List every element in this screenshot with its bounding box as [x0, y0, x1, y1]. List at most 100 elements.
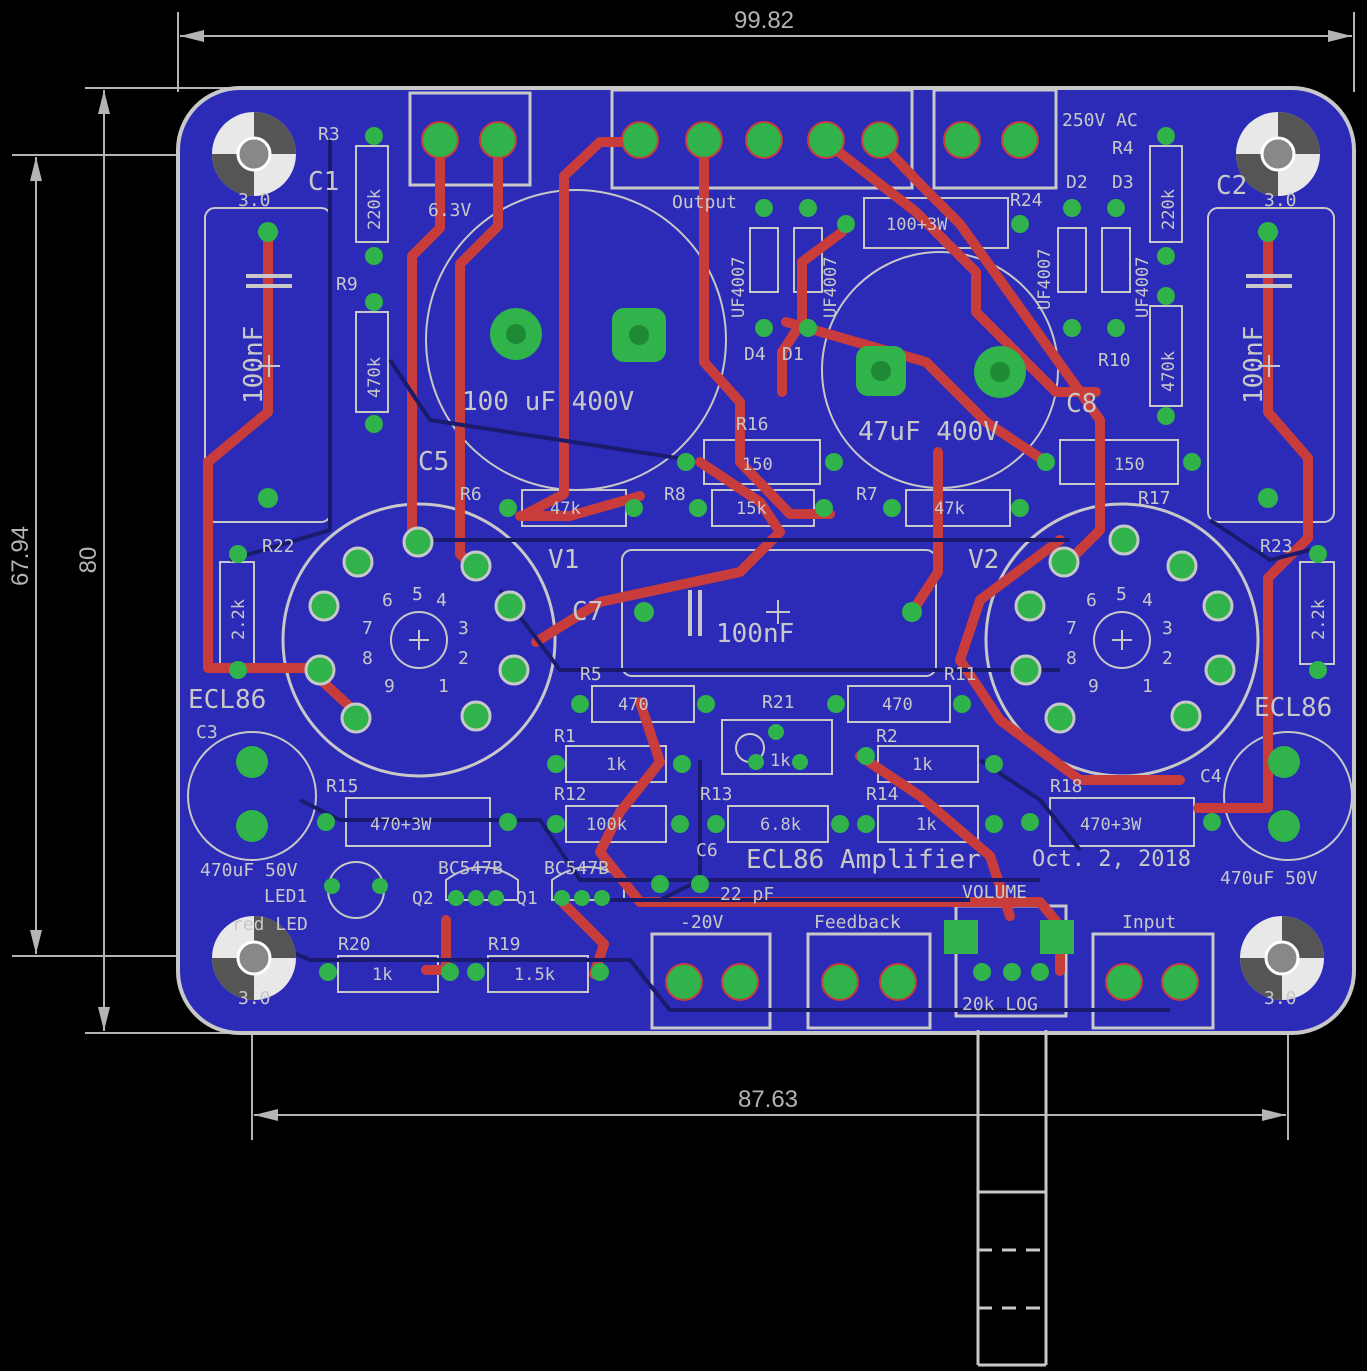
value-c5: 100 uF 400V	[462, 387, 634, 417]
label-r20: R20	[338, 934, 371, 955]
label-r2: R2	[876, 726, 898, 747]
value-r8: 15k	[736, 499, 767, 519]
label-v2: V2	[968, 545, 999, 575]
resistor-bodies	[219, 145, 1335, 993]
mounting-holes: 3.0 3.0 3.0 3.0	[212, 112, 1324, 1009]
label-d2: D2	[1066, 172, 1088, 193]
label-v1: V1	[548, 545, 579, 575]
label-c7: C7	[572, 597, 603, 627]
label-v1-value: ECL86	[188, 685, 266, 715]
label-r3: R3	[318, 124, 340, 145]
value-r24: 100+3W	[886, 215, 948, 235]
v1-pin-7: 7	[362, 618, 373, 639]
label-pot: VOLUME	[962, 882, 1027, 903]
v2-pin-1: 1	[1142, 676, 1153, 697]
dim-height-inner: 67.94	[7, 526, 34, 586]
label-led: LED1	[264, 886, 307, 907]
label-r19: R19	[488, 934, 521, 955]
label-c3-value: 470uF 50V	[200, 860, 298, 881]
v2-pin-8: 8	[1066, 648, 1077, 669]
hole-label-tl: 3.0	[238, 190, 271, 211]
label-r14: R14	[866, 784, 899, 805]
pads	[229, 121, 1327, 1001]
dim-height-outer: 80	[75, 547, 102, 574]
v2-pin-3: 3	[1162, 618, 1173, 639]
hole-label-br: 3.0	[1264, 988, 1297, 1009]
label-r6: R6	[460, 484, 482, 505]
value-c2: 100nF	[1239, 326, 1269, 404]
value-r11: 470	[882, 695, 913, 715]
label-r5: R5	[580, 664, 602, 685]
label-minus20: -20V	[680, 912, 724, 933]
label-r21: R21	[762, 692, 795, 713]
label-r4: R4	[1112, 138, 1134, 159]
origin-marks	[246, 274, 1292, 650]
value-r14: 1k	[916, 815, 936, 835]
board-date: Oct. 2, 2018	[1032, 847, 1191, 872]
v2-pin-2: 2	[1162, 648, 1173, 669]
label-input: Input	[1122, 912, 1176, 933]
label-q2-value: BC547B	[438, 858, 503, 879]
label-c4: C4	[1200, 766, 1222, 787]
value-r15: 470+3W	[370, 815, 432, 835]
value-r20: 1k	[372, 965, 392, 985]
label-q1: Q1	[516, 888, 538, 909]
label-feedback: Feedback	[814, 912, 901, 933]
value-r22: 2.2k	[229, 599, 249, 640]
label-r10: R10	[1098, 350, 1131, 371]
hole-label-bl: 3.0	[238, 988, 271, 1009]
v1-pin-9: 9	[384, 676, 395, 697]
label-c6-value: 22 pF	[720, 884, 774, 905]
v1-pin-1: 1	[438, 676, 449, 697]
value-r19: 1.5k	[514, 965, 555, 985]
label-r23: R23	[1260, 536, 1293, 557]
value-r7: 47k	[934, 499, 965, 519]
labels-large: C1 C2 C5 C8 C7 V1 V2 ECL86 ECL86 100nF 1…	[188, 167, 1332, 875]
board-outline	[176, 86, 1356, 1035]
v1-pin-5: 5	[412, 584, 423, 605]
value-d4: UF4007	[729, 257, 749, 318]
label-r1: R1	[554, 726, 576, 747]
label-q2: Q2	[412, 888, 434, 909]
label-c5: C5	[418, 447, 449, 477]
value-r21: 1k	[770, 751, 790, 771]
value-r4: 220k	[1159, 189, 1179, 230]
label-d4: D4	[744, 344, 766, 365]
v1-pin-3: 3	[458, 618, 469, 639]
tube-pin-numbers: 1 2 3 4 5 6 7 8 9 1 2 3 4 5 6 7 8 9	[362, 584, 1173, 697]
board-title: ECL86 Amplifier	[746, 845, 981, 875]
label-c2: C2	[1216, 171, 1247, 201]
label-r9: R9	[336, 274, 358, 295]
v1-pin-6: 6	[382, 590, 393, 611]
value-d1: UF4007	[821, 257, 841, 318]
label-d3: D3	[1112, 172, 1134, 193]
label-r22: R22	[262, 536, 295, 557]
value-r9: 470k	[365, 357, 385, 398]
label-r12: R12	[554, 784, 587, 805]
v1-pin-2: 2	[458, 648, 469, 669]
v2-pin-9: 9	[1088, 676, 1099, 697]
label-pot-value: 20k LOG	[962, 994, 1038, 1015]
label-c3: C3	[196, 722, 218, 743]
label-r7: R7	[856, 484, 878, 505]
label-c1: C1	[308, 167, 339, 197]
dim-top-width: 99.82	[734, 7, 794, 34]
label-r15: R15	[326, 776, 359, 797]
v2-pin-5: 5	[1116, 584, 1127, 605]
dimension-labels: 99.82 87.63 80 67.94	[7, 7, 798, 1113]
v1-pin-8: 8	[362, 648, 373, 669]
label-v2-value: ECL86	[1254, 693, 1332, 723]
label-q1-value: BC547B	[544, 858, 609, 879]
value-r16: 150	[742, 455, 773, 475]
v1-pin-4: 4	[436, 590, 447, 611]
label-r8: R8	[664, 484, 686, 505]
value-r6: 47k	[550, 499, 581, 519]
value-r5: 470	[618, 695, 649, 715]
value-r3: 220k	[365, 189, 385, 230]
label-c8: C8	[1066, 389, 1097, 419]
dim-bottom-width: 87.63	[738, 1086, 798, 1113]
label-r16: R16	[736, 414, 769, 435]
value-r13: 6.8k	[760, 815, 801, 835]
value-c1: 100nF	[239, 326, 269, 404]
label-r18: R18	[1050, 776, 1083, 797]
